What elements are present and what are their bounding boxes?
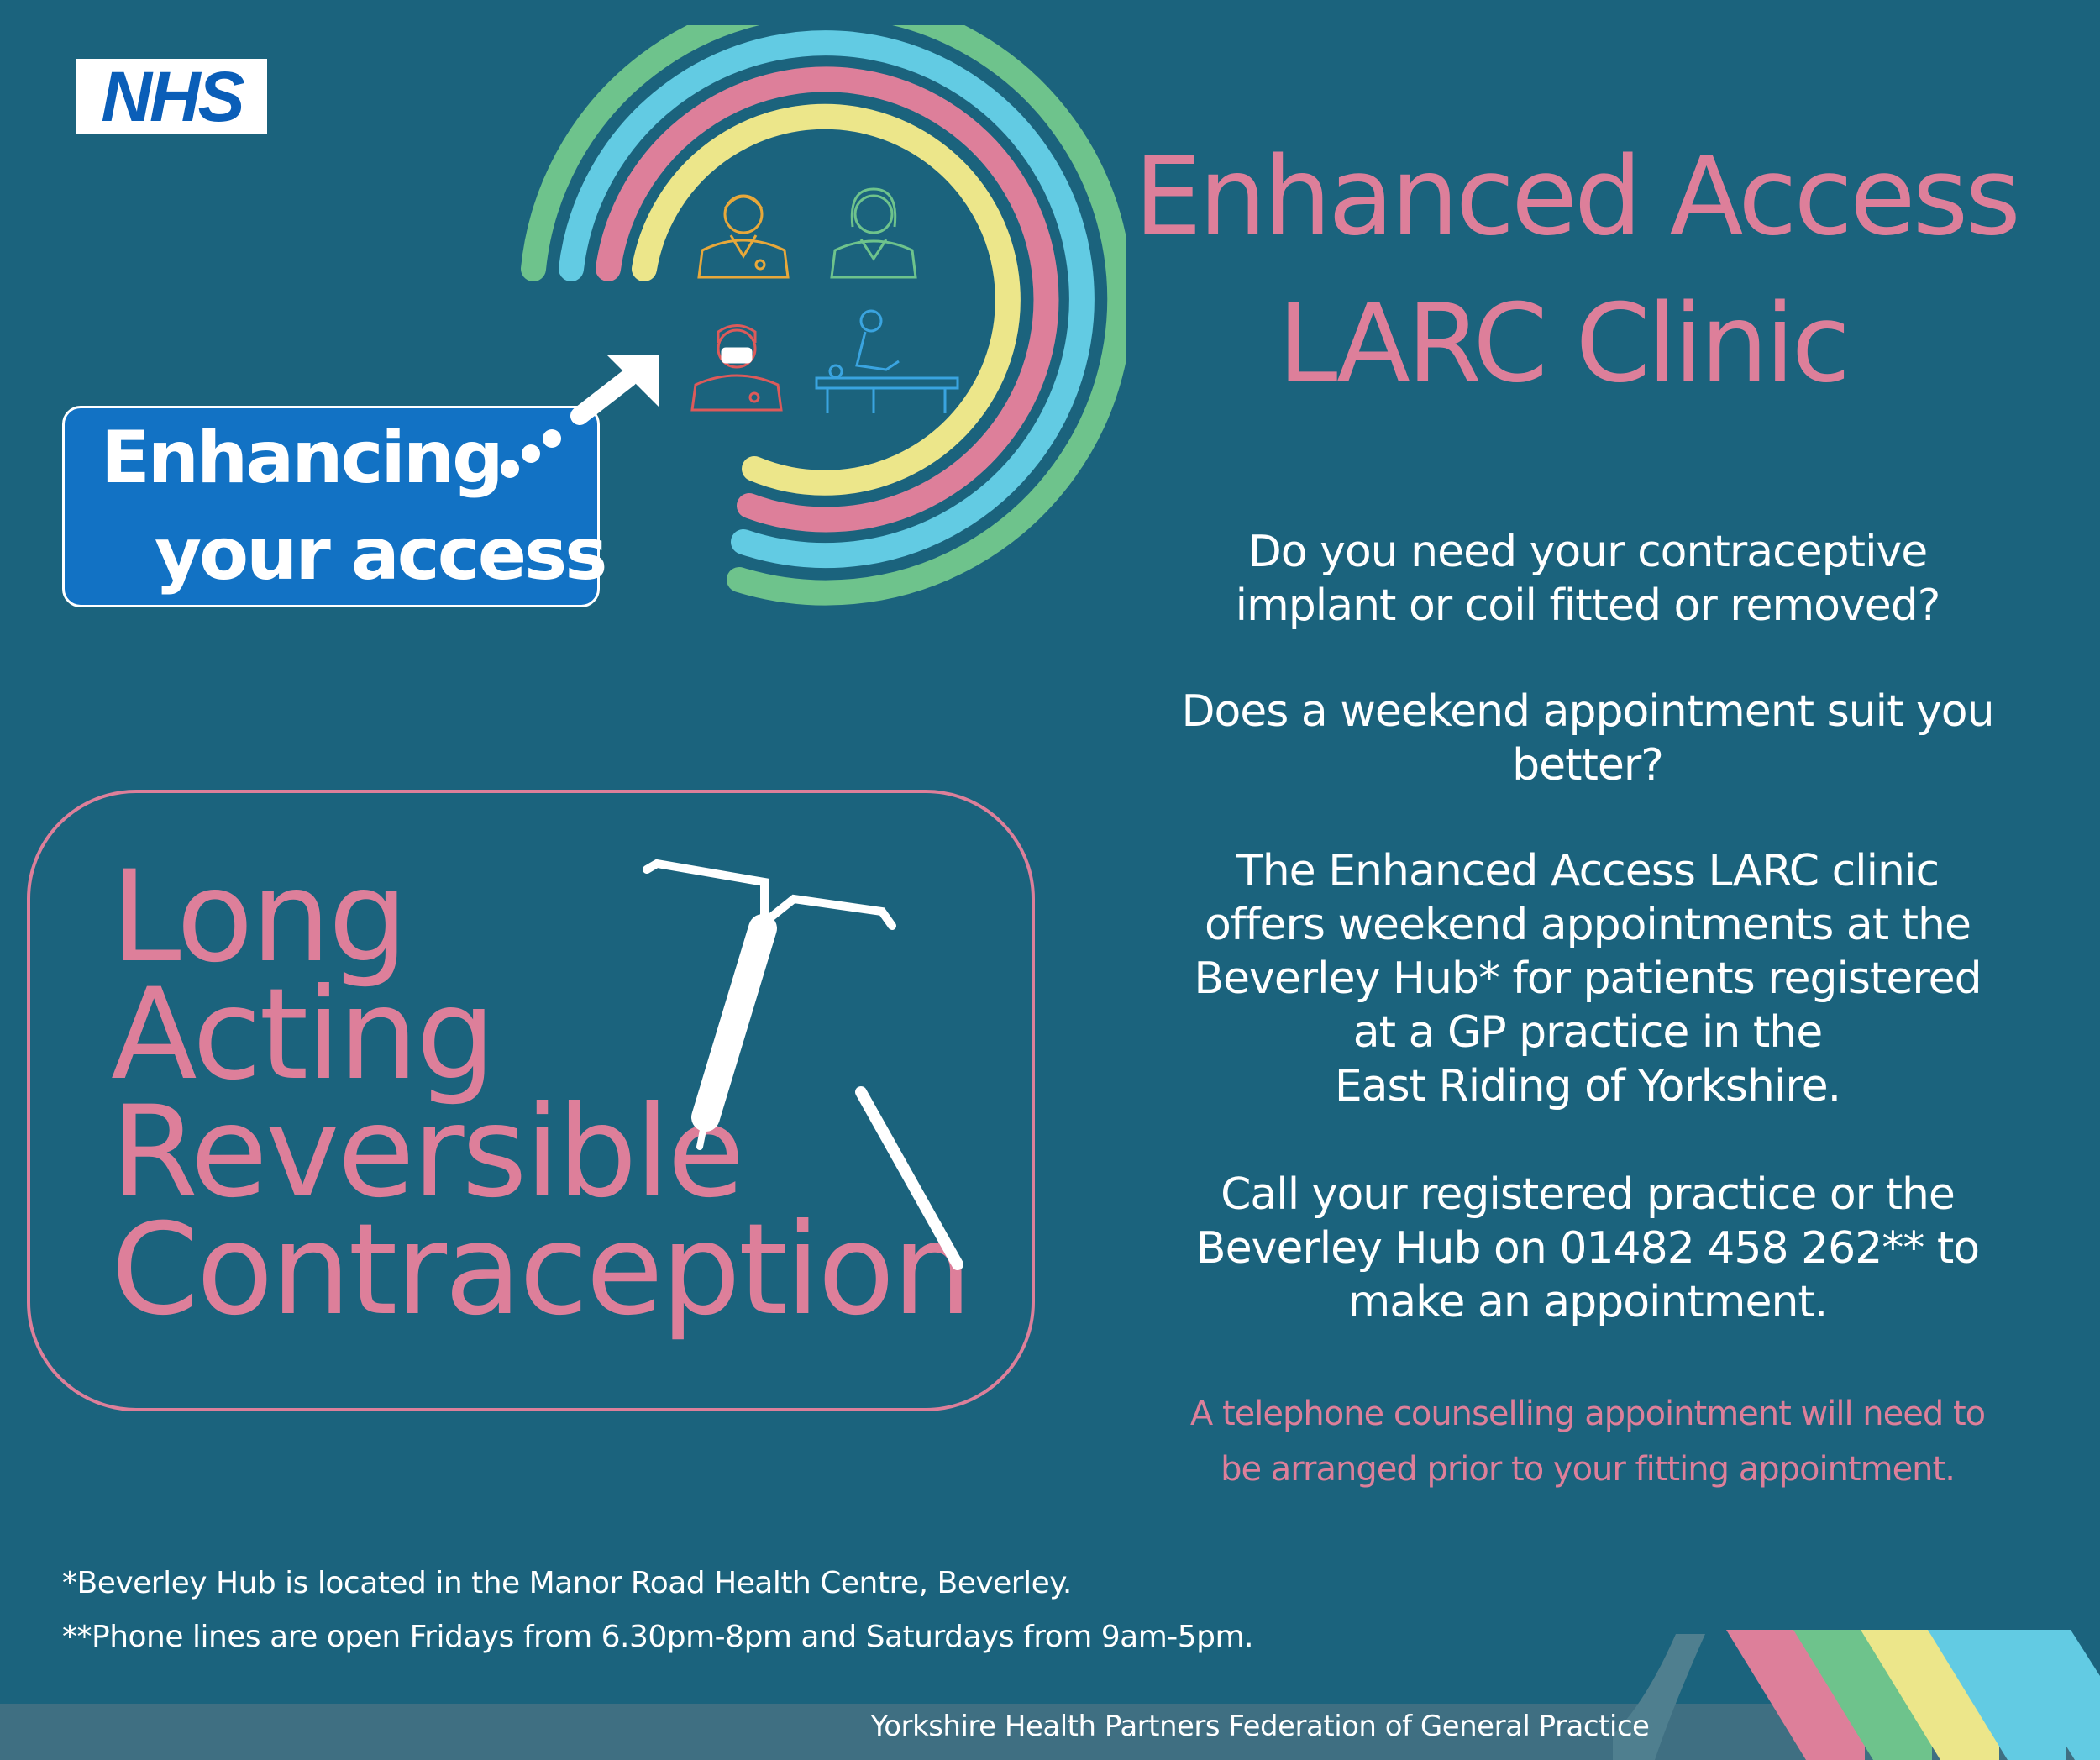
federation-name: Yorkshire Health Partners Federation of … xyxy=(870,1710,1650,1743)
larc-word-acting: Acting xyxy=(111,962,496,1108)
larc-box xyxy=(27,790,1035,1411)
nhs-logo-text: NHS xyxy=(101,57,244,136)
enhancing-access-badge xyxy=(62,406,600,607)
badge-line-1: Enhancing xyxy=(101,416,504,500)
coil-device-icon xyxy=(643,859,896,1150)
footnote-hub-location: *Beverley Hub is located in the Manor Ro… xyxy=(62,1566,1072,1600)
paragraph-line: Beverley Hub* for patients registered xyxy=(1194,954,1982,1004)
access-arcs-graphic xyxy=(521,25,1126,606)
paragraph-weekend-question: Does a weekend appointment suit you bett… xyxy=(1142,685,2033,792)
paragraph-clinic-description: The Enhanced Access LARC clinic offers w… xyxy=(1142,844,2033,1113)
paragraph-line: implant or coil fitted or removed? xyxy=(1235,581,1941,631)
patient-treatment-icon xyxy=(815,309,959,413)
paragraph-line: Do you need your contraceptive xyxy=(1247,527,1929,577)
footer-band xyxy=(0,1704,2100,1760)
larc-word-long: Long xyxy=(111,844,408,990)
page-title-line-2: LARC Clinic xyxy=(1278,281,1851,407)
note-line: be arranged prior to your fitting appoin… xyxy=(1221,1450,1956,1489)
paragraph-line: Beverley Hub on 01482 458 262** to xyxy=(1195,1223,1980,1274)
larc-word-contraception: Contraception xyxy=(111,1197,972,1343)
larc-word-reversible: Reversible xyxy=(111,1080,744,1226)
counselling-note: A telephone counselling appointment will… xyxy=(1142,1386,2033,1497)
paragraph-line: at a GP practice in the xyxy=(1352,1007,1823,1058)
arc-cyan xyxy=(559,30,1095,569)
male-doctor-icon xyxy=(697,194,790,279)
arc-green xyxy=(521,25,1126,606)
decorative-stripes xyxy=(1613,1630,2100,1760)
paragraph-line: Call your registered practice or the xyxy=(1221,1169,1956,1220)
paragraph-line: offers weekend appointments at the xyxy=(1205,900,1971,950)
implant-rod-icon xyxy=(855,1086,963,1270)
page-title-line-1: Enhanced Access xyxy=(1134,134,2021,260)
paragraph-line: The Enhanced Access LARC clinic xyxy=(1236,846,1940,896)
paragraph-implant-question: Do you need your contraceptive implant o… xyxy=(1142,525,2033,633)
paragraph-line: East Riding of Yorkshire. xyxy=(1334,1061,1841,1111)
arc-pink xyxy=(596,66,1059,533)
badge-line-2: your access xyxy=(155,512,607,596)
nhs-logo: NHS xyxy=(76,59,267,134)
paragraph-line: better? xyxy=(1512,740,1664,791)
footnote-phone-hours: **Phone lines are open Fridays from 6.30… xyxy=(62,1620,1254,1654)
paragraph-call-to-action: Call your registered practice or the Bev… xyxy=(1142,1168,2033,1329)
paragraph-line: Does a weekend appointment suit you xyxy=(1181,686,1994,737)
arc-yellow xyxy=(632,103,1021,496)
paragraph-line: make an appointment. xyxy=(1347,1277,1829,1327)
note-line: A telephone counselling appointment will… xyxy=(1189,1395,1986,1433)
surgeon-icon xyxy=(690,324,783,412)
female-clinician-icon xyxy=(830,187,917,279)
arrow-up-right-icon xyxy=(501,355,659,478)
contraceptive-devices-graphic xyxy=(643,859,963,1270)
